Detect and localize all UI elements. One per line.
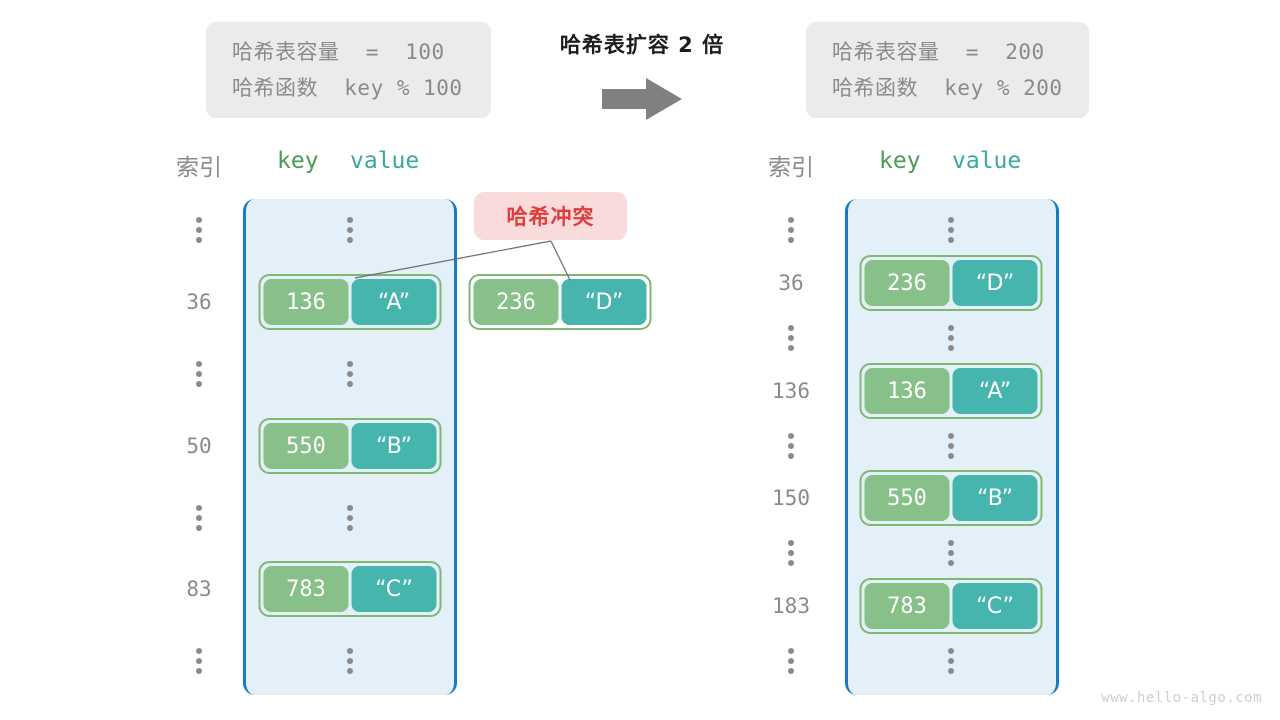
capacity-line-before: 哈希表容量 = 100	[232, 40, 445, 64]
left-header-key: key	[277, 148, 319, 174]
left-entry-key: 550	[263, 423, 349, 469]
right-entry-key: 136	[864, 368, 950, 414]
right-index-label: 183	[772, 594, 810, 618]
right-entry: 236“D”	[859, 255, 1043, 311]
left-entry: 550“B”	[258, 418, 442, 474]
arrow-right-icon	[602, 78, 682, 120]
right-entry-key: 783	[864, 583, 950, 629]
right-index-label	[756, 433, 826, 459]
right-row-ellipsis	[948, 648, 954, 674]
right-entry-value: “C”	[952, 583, 1038, 629]
hash-function-line-after: 哈希函数 key % 200	[832, 76, 1063, 100]
right-entry-value: “A”	[952, 368, 1038, 414]
right-index-label: 150	[772, 486, 810, 510]
left-row-ellipsis	[347, 505, 353, 531]
right-header-key: key	[879, 148, 921, 174]
right-index-label: 136	[772, 379, 810, 403]
right-row-ellipsis	[948, 217, 954, 243]
right-index-label	[756, 325, 826, 351]
capacity-line-after: 哈希表容量 = 200	[832, 40, 1045, 64]
right-entry: 136“A”	[859, 363, 1043, 419]
left-entry-key: 136	[263, 279, 349, 325]
right-entry-value: “D”	[952, 260, 1038, 306]
left-index-label	[164, 648, 234, 674]
hash-function-line-before: 哈希函数 key % 100	[232, 76, 463, 100]
left-header-index: 索引	[176, 155, 222, 181]
right-entry-value: “B”	[952, 475, 1038, 521]
left-entry-key: 783	[263, 566, 349, 612]
left-header-value: value	[350, 148, 420, 174]
right-entry: 550“B”	[859, 470, 1043, 526]
right-row-ellipsis	[948, 540, 954, 566]
left-entry: 783“C”	[258, 561, 442, 617]
watermark: www.hello-algo.com	[1101, 690, 1262, 706]
left-row-ellipsis	[347, 217, 353, 243]
expand-caption: 哈希表扩容 2 倍	[559, 33, 725, 57]
right-index-label	[756, 217, 826, 243]
left-entry: 136“A”	[258, 274, 442, 330]
left-row-ellipsis	[347, 361, 353, 387]
info-box-before: 哈希表容量 = 100 哈希函数 key % 100	[206, 22, 491, 118]
hash-collision-badge: 哈希冲突	[474, 192, 627, 240]
info-box-after: 哈希表容量 = 200 哈希函数 key % 200	[806, 22, 1089, 118]
left-entry-value: “A”	[351, 279, 437, 325]
right-entry-key: 550	[864, 475, 950, 521]
right-header-index: 索引	[768, 155, 814, 181]
right-entry-key: 236	[864, 260, 950, 306]
left-index-label	[164, 361, 234, 387]
left-entry-value: “B”	[351, 423, 437, 469]
right-index-label: 36	[778, 271, 804, 295]
right-entry: 783“C”	[859, 578, 1043, 634]
overflow-entry: 236 “D”	[468, 274, 652, 330]
right-index-label	[756, 648, 826, 674]
right-index-label	[756, 540, 826, 566]
left-index-label: 36	[186, 290, 212, 314]
left-entry-value: “C”	[351, 566, 437, 612]
overflow-key: 236	[473, 279, 559, 325]
left-index-label: 83	[186, 577, 212, 601]
overflow-value: “D”	[561, 279, 647, 325]
right-row-ellipsis	[948, 325, 954, 351]
left-index-label	[164, 505, 234, 531]
left-row-ellipsis	[347, 648, 353, 674]
left-index-label: 50	[186, 434, 212, 458]
left-index-label	[164, 217, 234, 243]
right-header-value: value	[952, 148, 1022, 174]
right-row-ellipsis	[948, 433, 954, 459]
